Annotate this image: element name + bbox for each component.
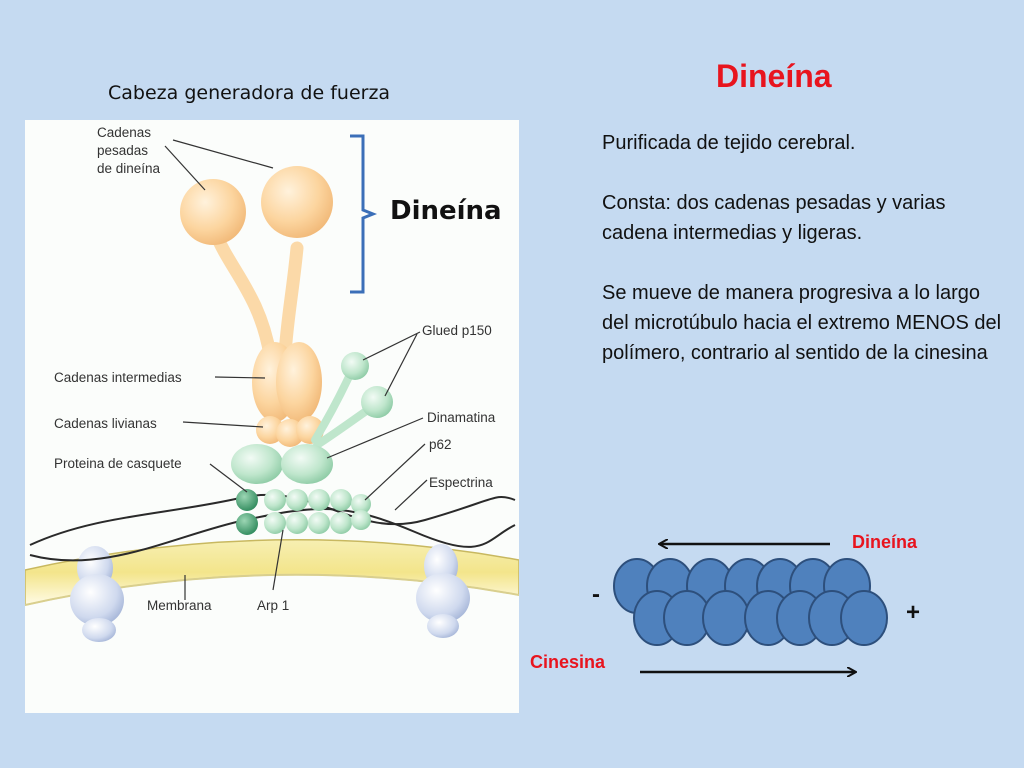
- label-dynamitin: Dinamatina: [427, 410, 496, 425]
- capping-protein-top: [236, 489, 258, 511]
- heavy-chain-head-right: [261, 166, 333, 238]
- glued-p150-head-2: [361, 386, 393, 418]
- label-p62: p62: [429, 437, 452, 452]
- description-text: Purificada de tejido cerebral. Consta: d…: [602, 128, 1012, 398]
- label-intermediate-chains: Cadenas intermedias: [54, 370, 182, 385]
- head-caption: Cabeza generadora de fuerza: [108, 82, 391, 104]
- arp1-filament: [264, 489, 371, 534]
- heavy-chain-stalk-right: [278, 241, 304, 362]
- bracket-label: Dineína: [390, 196, 502, 226]
- leader-lines: [164, 139, 428, 600]
- label-spectrin: Espectrina: [429, 475, 493, 490]
- dynein-illustration: Cadenas pesadas de dineína Cadenas inter…: [25, 120, 519, 713]
- dynamitin-right: [281, 444, 333, 484]
- description-paragraph-3: Se mueve de manera progresiva a lo largo…: [602, 282, 1002, 364]
- kinesin-arrow-label: Cinesina: [530, 652, 606, 672]
- membrane-protein-left: [70, 546, 124, 642]
- label-membrane: Membrana: [147, 598, 212, 613]
- heavy-chain-stalk-left: [208, 225, 277, 362]
- description-paragraph-2: Consta: dos cadenas pesadas y varias cad…: [602, 192, 946, 244]
- spectrin-strand-2: [29, 507, 516, 562]
- microtubule-diagram: Dineína - + Cinesina: [530, 532, 920, 705]
- tubulin-bottom-row: [633, 590, 888, 646]
- capping-protein-bottom: [236, 513, 258, 535]
- dynamitin-left: [231, 444, 283, 484]
- description-paragraph-1: Purificada de tejido cerebral.: [602, 132, 856, 154]
- heavy-chain-head-left: [180, 179, 246, 245]
- plus-end-label: +: [906, 599, 920, 626]
- label-heavy-chains-line2: pesadas: [97, 143, 148, 158]
- intermediate-chain-right: [276, 342, 322, 422]
- slide-title: Dineína: [716, 58, 832, 94]
- label-light-chains: Cadenas livianas: [54, 416, 157, 431]
- label-cap-protein: Proteina de casquete: [54, 456, 182, 471]
- minus-end-label: -: [592, 581, 600, 608]
- dynein-arrow-label: Dineína: [852, 532, 918, 552]
- light-chains: [256, 416, 324, 447]
- dynein-bracket: [350, 134, 378, 294]
- glued-p150-head-1: [341, 352, 369, 380]
- label-heavy-chains-line1: Cadenas: [97, 125, 151, 140]
- label-arp1: Arp 1: [257, 598, 289, 613]
- label-heavy-chains-line3: de dineína: [97, 161, 161, 176]
- label-glued-p150: Glued p150: [422, 323, 492, 338]
- membrane-protein-right: [416, 544, 470, 638]
